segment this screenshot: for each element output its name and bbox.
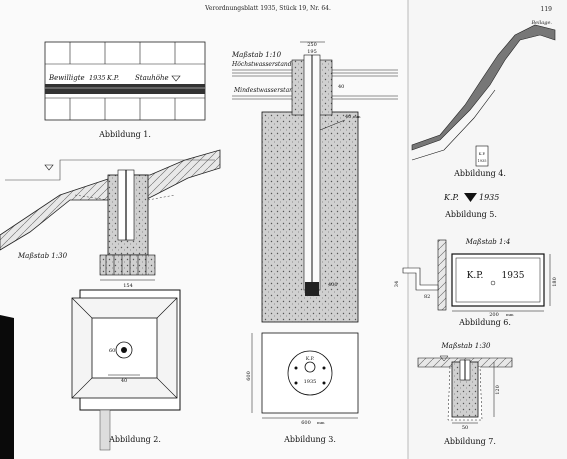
fig3-dim-400: 400	[328, 282, 338, 288]
fig3-high-water: Höchstwasserstand	[231, 61, 292, 68]
fig1-caption: Abbildung 1.	[98, 130, 151, 139]
fig7-block	[451, 361, 479, 418]
header-title: Verordnungsblatt 1935, Stück 19, Nr. 64.	[204, 5, 331, 12]
fig7-scale: Maßstab 1:30	[440, 342, 491, 350]
fig2-dim-bottom: 40	[121, 378, 127, 384]
figure-5: K.P. 1935 Abbildung 5.	[443, 193, 499, 219]
fig3-rod-dia: 40	[345, 114, 351, 120]
fig3-plan	[261, 332, 359, 414]
figure-7: Maßstab 1:30 120 50 Abbildung 7.	[417, 342, 513, 446]
rock-profile	[411, 24, 556, 151]
fig1-label-right: Stauhöhe	[135, 74, 169, 82]
fig5-kp: K.P.	[443, 193, 459, 202]
fig3-dim-unit: mm	[317, 420, 325, 425]
fig4-mark	[475, 145, 489, 167]
fig5-triangle	[464, 193, 477, 202]
fig7-caption: Abbildung 7.	[443, 437, 496, 446]
fig2-caption: Abbildung 2.	[108, 435, 161, 444]
plan-marker-ring	[115, 341, 133, 359]
supplement-label: Beilage.	[530, 20, 552, 26]
fig6-plate	[451, 253, 545, 307]
fig6-dim-unit: mm	[506, 312, 514, 317]
fig2-dim-side: 60	[109, 348, 115, 354]
fig5-year: 1935	[479, 193, 499, 202]
fig6-caption: Abbildung 6.	[458, 318, 511, 327]
fig3-year: 1935	[304, 379, 317, 385]
figure-3: Maßstab 1:10 Höchstwasserstand Mindestwa…	[231, 41, 398, 444]
fig1-label-left: Bewilligte	[48, 74, 85, 82]
binding-shadow	[0, 315, 14, 459]
fig4-mark-kp: K.P.	[479, 152, 486, 156]
fig3-dim-600-bottom: 600	[301, 420, 311, 426]
figure-2: 154 Maßstab 1:30 60 40 Abbildung 2.	[0, 149, 221, 451]
marker-band	[45, 84, 205, 94]
fig6-kp: K.P.	[467, 271, 484, 281]
page-number: 119	[541, 6, 553, 13]
wall-blocks	[44, 41, 206, 121]
water-surface-left	[5, 159, 215, 181]
paper-right	[408, 0, 567, 459]
figure-6: Maßstab 1:4 K.P. 1935 200 mm 180 82 34 A…	[394, 238, 558, 327]
fig3-dim-40: 40	[338, 84, 344, 90]
fig7-dim-50: 50	[462, 425, 468, 431]
fig6-scale: Maßstab 1:4	[465, 238, 511, 246]
fig2-dim-width: 154	[123, 283, 133, 289]
fig3-caption: Abbildung 3.	[283, 435, 336, 444]
fig1-label-year: 1935	[89, 74, 106, 82]
fig3-scale: Maßstab 1:10	[231, 51, 282, 59]
fig4-caption: Abbildung 4.	[453, 169, 506, 178]
fig3-rod-unit: mm	[353, 114, 361, 119]
fig6-dim-82: 82	[424, 294, 430, 300]
fig3-dim-250: 250	[307, 42, 317, 48]
fig2-scale: Maßstab 1:30	[17, 252, 68, 260]
fig6-dim-180: 180	[552, 277, 558, 287]
fig6-dim-34: 34	[394, 281, 400, 287]
fig5-caption: Abbildung 5.	[444, 210, 497, 219]
fig3-plan-disc	[287, 350, 333, 396]
fig3-low-water: Mindestwasserstand	[233, 87, 297, 94]
fig4-mark-year: 1935	[478, 159, 487, 163]
fig3-dim-600-side: 600	[246, 371, 252, 381]
fig6-dim-200: 200	[489, 312, 499, 318]
figure-1: Bewilligte 1935 K.P. Stauhöhe Abbildung …	[44, 41, 206, 139]
fig1-label-kp: K.P.	[106, 74, 119, 82]
water-level-triangle	[171, 75, 181, 82]
fig6-year: 1935	[502, 271, 525, 281]
fig6-bracket	[402, 267, 439, 291]
fig3-kp: K.P.	[306, 356, 315, 362]
fig7-dim-120: 120	[495, 385, 501, 395]
figure-4: K.P. 1935 Abbildung 4.	[411, 24, 556, 178]
fig3-dim-195: 195	[307, 49, 317, 55]
fig6-wall	[437, 239, 447, 311]
